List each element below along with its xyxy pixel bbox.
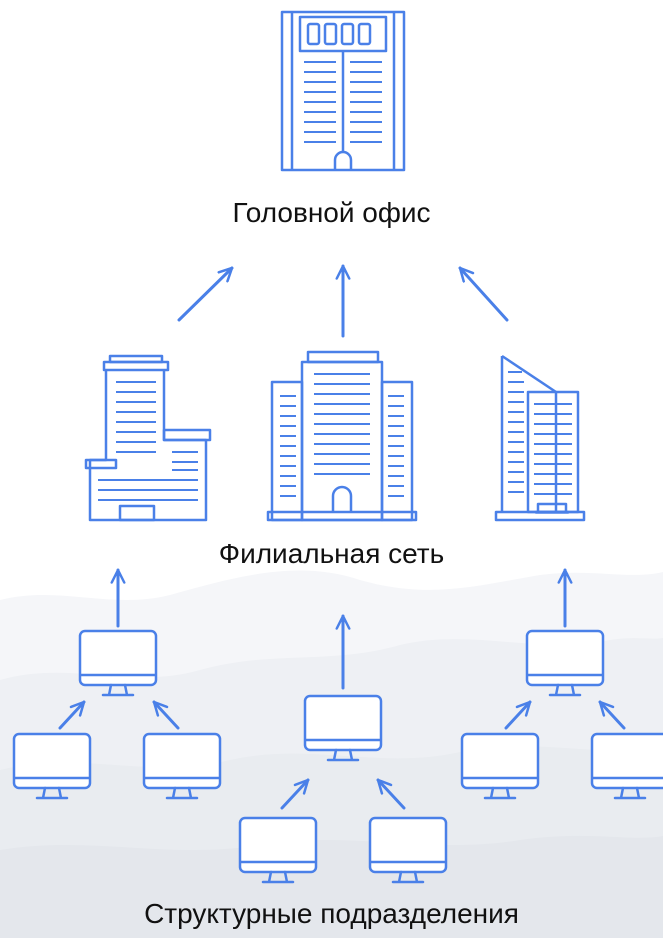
monitor-icon <box>78 629 158 697</box>
structural-units-label: Структурные подразделения <box>144 898 519 929</box>
office-tower-icon <box>280 10 406 172</box>
slanted-tower-icon <box>494 354 586 522</box>
monitor-icon <box>142 732 222 800</box>
branch-network-label: Филиальная сеть <box>218 538 445 569</box>
wide-office-building-icon <box>266 350 418 522</box>
monitor-icon <box>590 732 663 800</box>
monitor-icon <box>460 732 540 800</box>
monitor-icon <box>238 816 318 884</box>
monitor-icon <box>12 732 92 800</box>
monitor-icon <box>368 816 448 884</box>
arrows-to-head-office <box>177 264 509 338</box>
monitor-icon <box>525 629 605 697</box>
stepped-tower-icon <box>84 354 212 522</box>
arrows-to-branch-network <box>110 568 573 690</box>
monitor-icon <box>303 694 383 762</box>
arrows-between-units <box>58 700 626 810</box>
head-office-label: Головной офис <box>232 197 431 228</box>
